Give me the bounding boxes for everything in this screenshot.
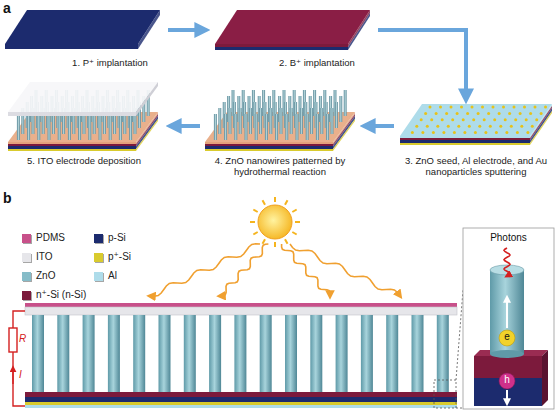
sun (250, 197, 300, 247)
legend-swatch (94, 253, 103, 262)
legend-label: Al (108, 270, 117, 282)
zoom-inset (463, 228, 554, 409)
wafer-slabs (5, 10, 552, 151)
legend-swatch (22, 272, 31, 281)
legend-swatch (94, 272, 103, 281)
external-circuit (9, 311, 25, 406)
panel-letter: a (3, 0, 11, 16)
photon-rays (150, 244, 400, 297)
step-label: 5. ITO electrode deposition (0, 156, 168, 167)
panel-letter: b (3, 190, 12, 206)
legend-label: p-Si (108, 232, 126, 244)
legend-swatch (22, 253, 31, 262)
legend-label: ZnO (36, 270, 55, 282)
legend-swatch (94, 234, 103, 243)
current-label: I (19, 369, 22, 381)
step-label: 3. ZnO seed, Al electrode, and Au nanopa… (396, 156, 556, 178)
step-label: 2. B⁺ implantation (255, 58, 379, 69)
legend-label: p⁺-Si (108, 251, 131, 263)
resistor-label: R (19, 333, 26, 345)
legend-label: PDMS (36, 232, 65, 244)
electron-label: e (499, 331, 515, 343)
zoom-indicator (434, 290, 463, 408)
legend-swatch (22, 234, 31, 243)
step-label: 4. ZnO nanowires patterned by hydrotherm… (196, 156, 364, 178)
photon-label: Photons (463, 232, 554, 244)
legend-label: ITO (36, 251, 52, 263)
hole-label: h (499, 374, 515, 386)
legend-label: n⁺-Si (n-Si) (36, 289, 86, 301)
legend-swatch (22, 291, 31, 300)
device-cross-section (25, 303, 457, 408)
step-label: 1. P⁺ implantation (48, 58, 172, 69)
